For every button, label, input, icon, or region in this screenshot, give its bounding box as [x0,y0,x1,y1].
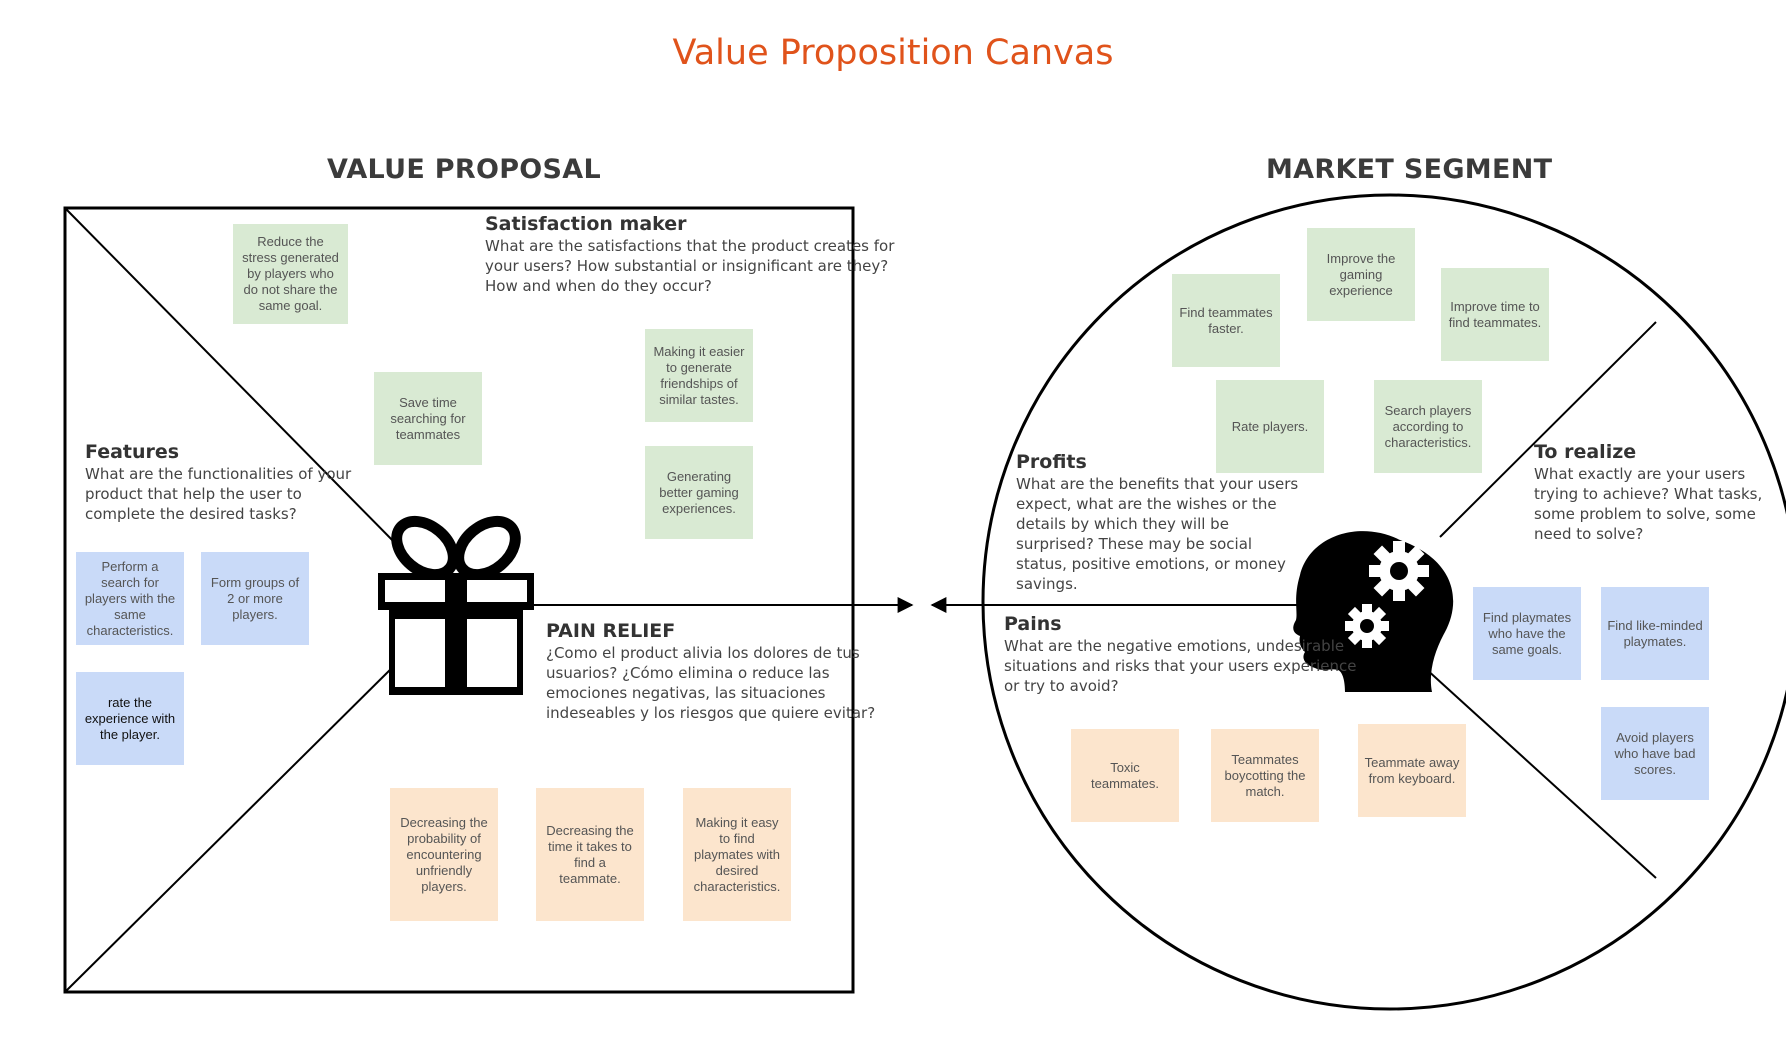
profit-note: Improve the gaming experience [1307,228,1415,321]
value-proposal-heading: VALUE PROPOSAL [327,154,601,185]
to-realize-line: What exactly are your users [1534,465,1746,483]
profit-note: Improve time to find teammates. [1441,268,1549,361]
value-proposal-square [63,206,855,994]
satisfaction-maker-line: your users? How substantial or insignifi… [485,257,889,275]
pain-relief-line: usuarios? ¿Cómo elimina o reduce las [546,664,830,682]
satisfaction-note: Making it easier to generate friendships… [645,329,753,422]
gift-icon [378,515,534,695]
feature-note: rate the experience with the player. [76,672,184,765]
to-realize-note: Find playmates who have the same goals. [1473,587,1581,680]
pain-note: Toxic teammates. [1071,729,1179,822]
to-realize-line: trying to achieve? What tasks, [1534,485,1763,503]
to-realize-title: To realize [1534,441,1637,463]
profits-line: savings. [1016,575,1078,593]
to-realize-note: Avoid players who have bad scores. [1601,707,1709,800]
to-realize-block: To realize What exactly are your users t… [1534,440,1764,544]
feature-note: Form groups of 2 or more players. [201,552,309,645]
circle-upper-line [1439,321,1657,538]
pain-relief-block: PAIN RELIEF ¿Como el product alivia los … [546,619,876,723]
pain-relief-line: ¿Como el product alivia los dolores de t… [546,644,860,662]
profit-note: Search players according to characterist… [1374,380,1482,473]
features-block: Features What are the functionalities of… [85,440,352,524]
feature-note: Perform a search for players with the sa… [76,552,184,645]
to-realize-note: Find like-minded playmates. [1601,587,1709,680]
profit-note: Find teammates faster. [1172,274,1280,367]
to-realize-line: some problem to solve, some [1534,505,1756,523]
pain-note: Teammate away from keyboard. [1358,724,1466,817]
satisfaction-maker-line: How and when do they occur? [485,277,712,295]
satisfaction-note: Save time searching for teammates [374,372,482,465]
pain-relief-note: Decreasing the time it takes to find a t… [536,788,644,921]
to-realize-line: need to solve? [1534,525,1644,543]
profits-line: expect, what are the wishes or the [1016,495,1277,513]
satisfaction-maker-title: Satisfaction maker [485,213,687,235]
diagonal-top-line [64,207,401,549]
satisfaction-maker-block: Satisfaction maker What are the satisfac… [485,212,895,296]
profit-note: Rate players. [1216,380,1324,473]
profits-title: Profits [1016,451,1087,473]
diagonal-bottom-line [64,659,401,993]
pains-line: or try to avoid? [1004,677,1119,695]
pain-relief-title: PAIN RELIEF [546,620,676,642]
features-line: complete the desired tasks? [85,505,297,523]
satisfaction-maker-line: What are the satisfactions that the prod… [485,237,895,255]
features-line: What are the functionalities of your [85,465,352,483]
head-gears-icon [1293,531,1454,692]
pain-relief-note: Decreasing the probability of encounteri… [390,788,498,921]
pain-relief-line: indeseables y los riesgos que quiere evi… [546,704,876,722]
satisfaction-note: Generating better gaming experiences. [645,446,753,539]
circle-lower-line [1424,667,1657,879]
market-segment-circle [981,193,1786,1011]
profits-block: Profits What are the benefits that your … [1016,450,1306,594]
profits-line: details by which they will be [1016,515,1229,533]
market-segment-heading: MARKET SEGMENT [1266,154,1553,185]
profits-line: What are the benefits that your users [1016,475,1299,493]
satisfaction-note: Reduce the stress generated by players w… [233,224,348,324]
pains-line: situations and risks that your users exp… [1004,657,1357,675]
pain-note: Teammates boycotting the match. [1211,729,1319,822]
features-title: Features [85,441,180,463]
canvas-title: Value Proposition Canvas [672,33,1114,73]
profits-line: status, positive emotions, or money [1016,555,1286,573]
pains-block: Pains What are the negative emotions, un… [1004,612,1357,696]
pains-title: Pains [1004,613,1062,635]
pain-relief-note: Making it easy to find playmates with de… [683,788,791,921]
profits-line: surprised? These may be social [1016,535,1253,553]
pain-relief-line: emociones negativas, las situaciones [546,684,826,702]
pains-line: What are the negative emotions, undesira… [1004,637,1345,655]
features-line: product that help the user to [85,485,302,503]
